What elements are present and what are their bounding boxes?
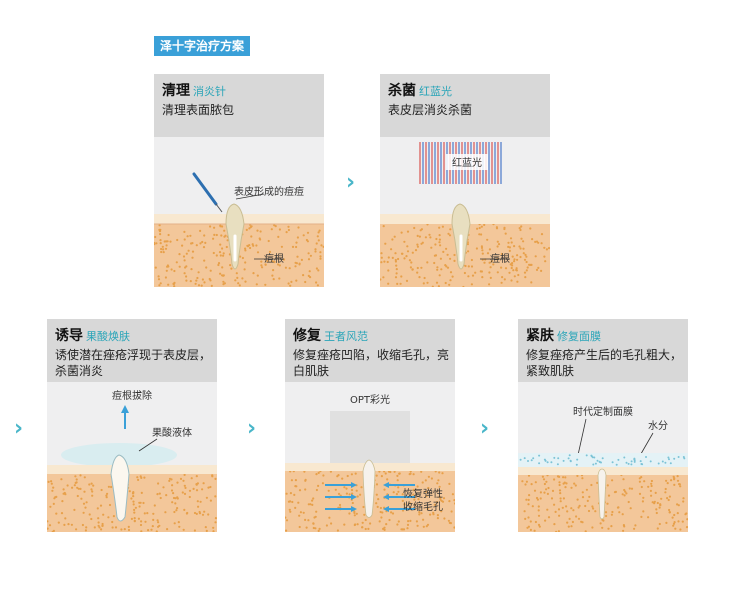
card-header xyxy=(380,74,550,137)
card-title: 诱导果酸焕肤 xyxy=(55,328,130,344)
water-dots xyxy=(519,454,686,466)
step-card-clean: 清理消炎针 清理表面脓包 表皮形成的痘痘 痘根 xyxy=(154,74,324,287)
card-subtitle: 消炎针 xyxy=(193,85,226,98)
card-title: 清理消炎针 xyxy=(162,83,226,99)
card-header xyxy=(518,319,688,382)
label-liquid: 果酸液体 xyxy=(152,426,192,439)
up-arrow-icon xyxy=(121,405,129,413)
opt-light-beam xyxy=(330,411,410,466)
card-title: 紧肤修复面膜 xyxy=(526,328,601,344)
card-description: 诱使潜在痤疮浮现于表皮层，杀菌消炎 xyxy=(55,348,212,378)
skin-illustration: 痘根拔除 果酸液体 xyxy=(47,389,217,532)
card-header xyxy=(154,74,324,137)
step-arrow-icon: › xyxy=(480,416,490,441)
skin-dots xyxy=(47,473,217,532)
step-card-firm: 紧肤修复面膜 修复痤疮产生后的毛孔粗大，紧致肌肤 时代定制面膜 水分 xyxy=(518,319,688,532)
label-water: 水分 xyxy=(648,420,668,432)
pore-tightened xyxy=(362,459,376,518)
step-card-repair: 修复王者风范 修复痤疮凹陷，收缩毛孔，亮白肌肤 OPT彩光 恢复弹性 收缩毛孔 xyxy=(285,319,455,532)
card-header xyxy=(285,319,455,382)
label-shrink: 收缩毛孔 xyxy=(403,500,443,513)
card-subtitle: 果酸焕肤 xyxy=(86,330,130,343)
card-description: 修复痤疮产生后的毛孔粗大，紧致肌肤 xyxy=(526,348,683,378)
label-top: 表皮形成的痘痘 xyxy=(234,185,304,198)
card-subtitle: 红蓝光 xyxy=(419,85,452,98)
label-root: 痘根 xyxy=(264,252,284,265)
label-root: 痘根 xyxy=(490,252,510,265)
skin-illustration: 表皮形成的痘痘 痘根 xyxy=(154,172,324,287)
label-top: 痘根拔除 xyxy=(112,389,152,402)
step-card-induce: 诱导果酸焕肤 诱使潜在痤疮浮现于表皮层，杀菌消炎 痘根拔除 果酸液体 xyxy=(47,319,217,532)
needle-icon xyxy=(192,172,218,206)
step-arrow-icon: › xyxy=(247,416,257,441)
card-description: 修复痤疮凹陷，收缩毛孔，亮白肌肤 xyxy=(293,348,450,378)
skin-illustration: OPT彩光 恢复弹性 收缩毛孔 xyxy=(285,393,455,532)
card-subtitle: 王者风范 xyxy=(324,330,368,343)
label-light: 红蓝光 xyxy=(452,156,482,169)
card-title: 杀菌红蓝光 xyxy=(388,83,452,99)
card-header xyxy=(47,319,217,382)
face-mask-layer xyxy=(518,453,688,467)
label-light: OPT彩光 xyxy=(350,393,390,406)
page-title: 泽十字治疗方案 xyxy=(154,36,251,56)
step-card-sterilize: 杀菌红蓝光 表皮层消炎杀菌 红蓝光 痘根 xyxy=(380,74,550,287)
compress-arrows-icon xyxy=(325,482,415,512)
label-elastic: 恢复弹性 xyxy=(403,487,443,500)
skin-illustration: 红蓝光 痘根 xyxy=(380,142,550,287)
card-subtitle: 修复面膜 xyxy=(557,330,601,343)
card-description: 表皮层消炎杀菌 xyxy=(388,103,473,117)
label-mask: 时代定制面膜 xyxy=(573,405,633,418)
skin-illustration: 时代定制面膜 水分 xyxy=(518,405,688,532)
step-arrow-icon: › xyxy=(346,170,356,195)
card-description: 清理表面脓包 xyxy=(162,103,235,117)
pore-firm xyxy=(597,468,607,520)
step-arrow-icon: › xyxy=(14,416,24,441)
card-title: 修复王者风范 xyxy=(293,328,368,344)
pore-cleared xyxy=(110,454,130,522)
